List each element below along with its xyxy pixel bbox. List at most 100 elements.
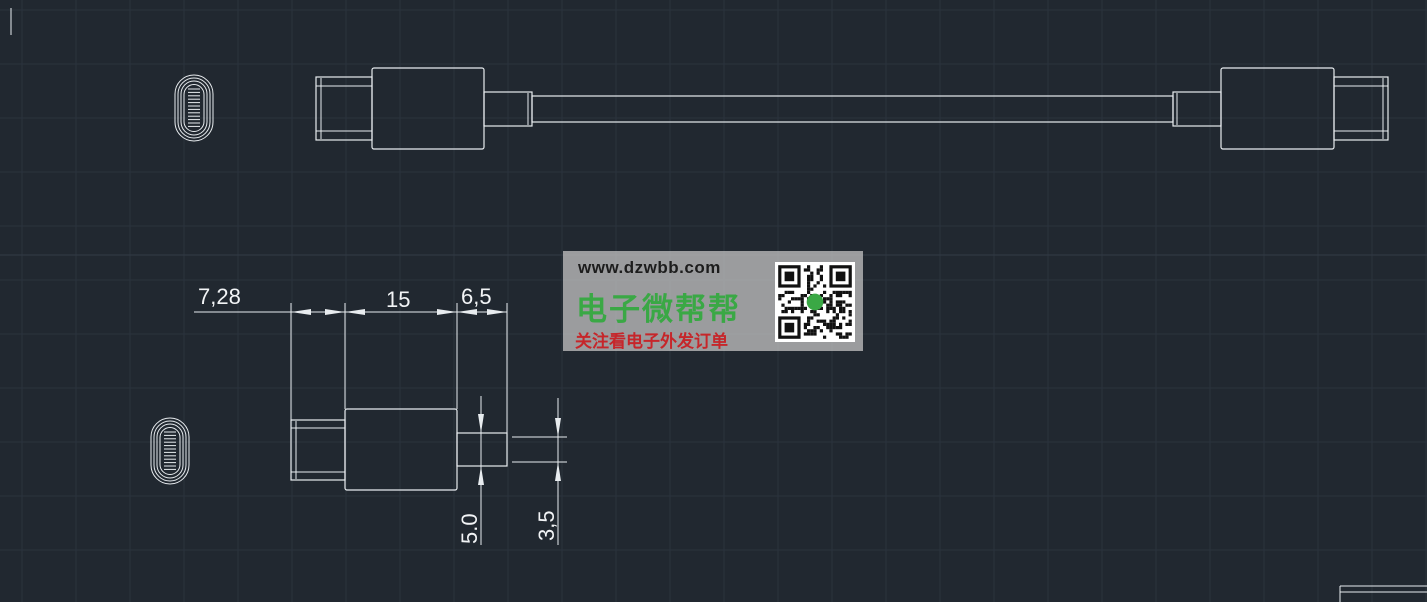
qr-module	[839, 290, 843, 294]
qr-module	[781, 294, 785, 298]
qr-module	[832, 290, 836, 294]
qr-module	[800, 306, 804, 310]
qr-module	[848, 313, 852, 317]
dimension-annotations[interactable]: 7,28 15 6,5 5.0 3,5	[194, 284, 567, 545]
qr-module	[839, 332, 843, 336]
qr-module	[778, 297, 782, 301]
qr-module	[823, 290, 827, 294]
qr-module	[807, 290, 811, 294]
qr-module	[791, 310, 795, 314]
qr-module	[778, 294, 782, 298]
qr-module	[835, 294, 839, 298]
qr-module	[823, 335, 827, 339]
qr-module	[810, 316, 814, 320]
qr-module	[807, 316, 811, 320]
arrow-head	[437, 309, 457, 315]
qr-module	[835, 290, 839, 294]
qr-module	[803, 306, 807, 310]
watermark-site-name: 电子微帮帮	[576, 292, 741, 328]
dim-label-body-height: 5.0	[457, 513, 482, 544]
port-outline	[156, 423, 184, 479]
qr-module	[807, 322, 811, 326]
qr-module	[807, 332, 811, 336]
qr-logo-mark	[806, 293, 824, 311]
qr-module	[807, 278, 811, 282]
qr-module	[797, 306, 801, 310]
qr-module	[832, 322, 836, 326]
qr-module	[842, 300, 846, 304]
qr-module	[816, 268, 820, 272]
qr-module	[832, 319, 836, 323]
qr-module	[832, 310, 836, 314]
arrow-head	[457, 309, 477, 315]
qr-module	[800, 300, 804, 304]
usb-c-port-end-view-top[interactable]	[174, 74, 214, 142]
qr-module	[803, 326, 807, 330]
qr-module	[839, 322, 843, 326]
qr-module	[784, 310, 788, 314]
qr-module	[848, 303, 852, 307]
qr-module	[781, 310, 785, 314]
dim-label-cable-height: 3,5	[534, 510, 559, 541]
qr-module	[826, 322, 830, 326]
qr-module	[816, 326, 820, 330]
qr-module	[829, 322, 833, 326]
qr-module	[813, 332, 817, 336]
qr-module	[807, 284, 811, 288]
qr-module	[819, 306, 823, 310]
qr-module	[823, 297, 827, 301]
qr-module	[835, 326, 839, 330]
qr-module	[839, 335, 843, 339]
qr-module	[819, 294, 823, 298]
strain-relief	[456, 432, 508, 467]
qr-module	[800, 297, 804, 301]
qr-module	[816, 313, 820, 317]
qr-module	[848, 290, 852, 294]
qr-module	[848, 319, 852, 323]
qr-module	[835, 332, 839, 336]
qr-module	[816, 271, 820, 275]
qr-module	[848, 294, 852, 298]
qr-module	[807, 281, 811, 285]
qr-module	[839, 294, 843, 298]
qr-module	[829, 303, 833, 307]
qr-module	[807, 329, 811, 333]
qr-module	[787, 300, 791, 304]
dim-label-left-length: 7,28	[198, 284, 241, 309]
qr-module	[784, 290, 788, 294]
qr-module	[816, 319, 820, 323]
qr-module	[826, 297, 830, 301]
qr-module	[800, 303, 804, 307]
qr-module	[787, 306, 791, 310]
port-outline	[150, 417, 190, 485]
port-outline	[183, 84, 205, 132]
watermark-url: www.dzwbb.com	[578, 258, 721, 277]
connector-body	[344, 408, 458, 491]
qr-module	[794, 297, 798, 301]
cable-assembly-top-view[interactable]	[315, 67, 1389, 150]
qr-module	[803, 294, 807, 298]
qr-module	[835, 313, 839, 317]
qr-module	[819, 268, 823, 272]
qr-module	[829, 319, 833, 323]
qr-module	[813, 329, 817, 333]
qr-module	[813, 310, 817, 314]
usb-c-port-end-view-bottom[interactable]	[150, 417, 190, 485]
qr-module	[845, 303, 849, 307]
qr-finder-pattern	[784, 271, 795, 282]
qr-module	[794, 306, 798, 310]
connector-side-view[interactable]	[290, 408, 508, 491]
qr-module	[819, 319, 823, 323]
qr-module	[803, 322, 807, 326]
qr-module	[832, 316, 836, 320]
arrow-head	[345, 309, 365, 315]
qr-module	[803, 268, 807, 272]
qr-module	[810, 287, 814, 291]
qr-module	[829, 329, 833, 333]
qr-module	[835, 316, 839, 320]
qr-module	[839, 326, 843, 330]
arrow-head	[291, 309, 311, 315]
qr-code-icon	[775, 262, 855, 342]
qr-module	[823, 319, 827, 323]
qr-module	[826, 306, 830, 310]
